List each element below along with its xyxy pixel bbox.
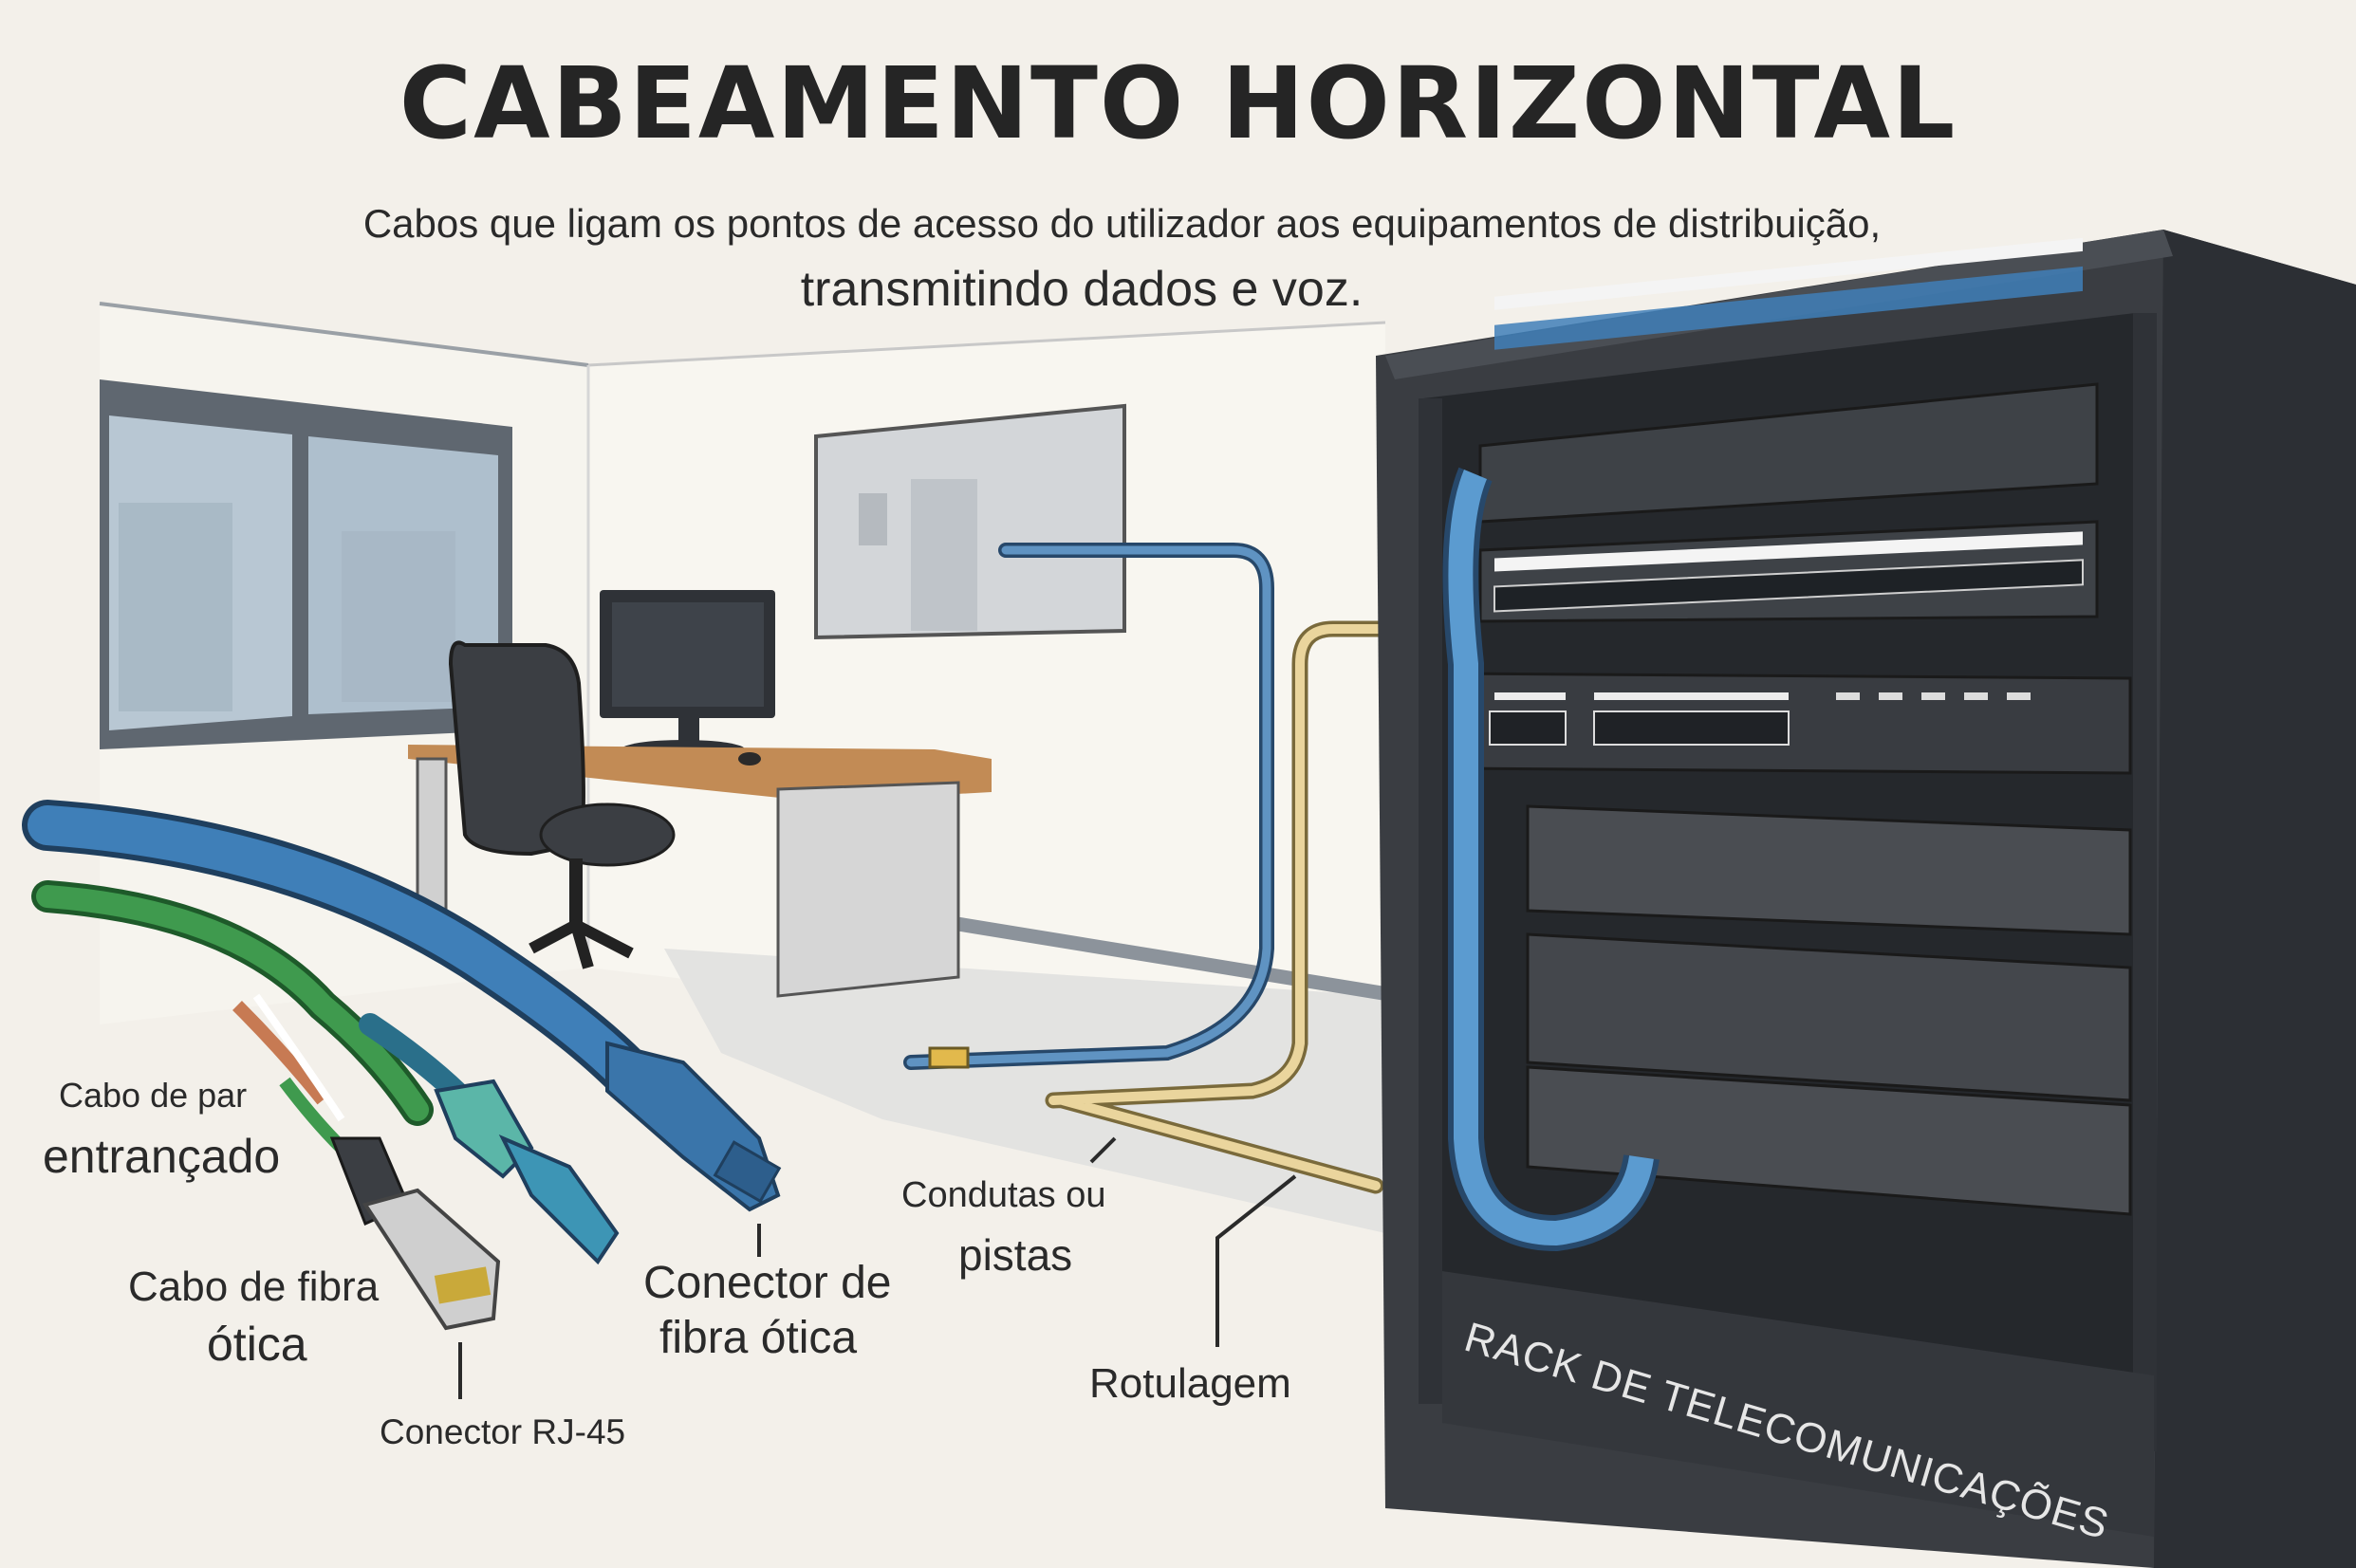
telecom-rack xyxy=(1376,230,2356,1568)
office-chair xyxy=(448,640,676,969)
patch-panel-2-ports xyxy=(1493,531,2084,613)
label-twisted-pair-line2: entrançado xyxy=(43,1130,281,1183)
monitor xyxy=(600,590,775,759)
yellow-conduit xyxy=(928,620,1460,1194)
label-conduits-line2: pistas xyxy=(958,1230,1073,1280)
label-conduits-line1: Condutas ou xyxy=(901,1175,1106,1215)
page-title: CABEAMENTO HORIZONTAL xyxy=(399,46,1957,161)
subtitle-line-1: Cabos que ligam os pontos de acesso do u… xyxy=(362,201,1882,246)
foreground-cables xyxy=(22,800,782,1331)
label-fiber-cable-line2: ótica xyxy=(207,1318,307,1371)
blue-cable-route xyxy=(903,543,1274,1070)
leader-lines xyxy=(458,1136,1297,1399)
label-twisted-pair-line1: Cabo de par xyxy=(59,1076,248,1115)
subtitle-line-2: transmitindo dados e voz. xyxy=(800,262,1364,317)
label-fiber-cable-line1: Cabo de fibra xyxy=(128,1264,380,1310)
window xyxy=(100,379,512,749)
label-fiber-connector-line1: Conector de xyxy=(643,1258,892,1308)
label-rj45: Conector RJ-45 xyxy=(380,1412,626,1451)
wall-picture xyxy=(814,403,1126,640)
label-fiber-connector-line2: fibra ótica xyxy=(659,1313,858,1363)
patch-panel-1-ports xyxy=(1494,237,2083,350)
label-labeling: Rotulagem xyxy=(1089,1360,1291,1407)
